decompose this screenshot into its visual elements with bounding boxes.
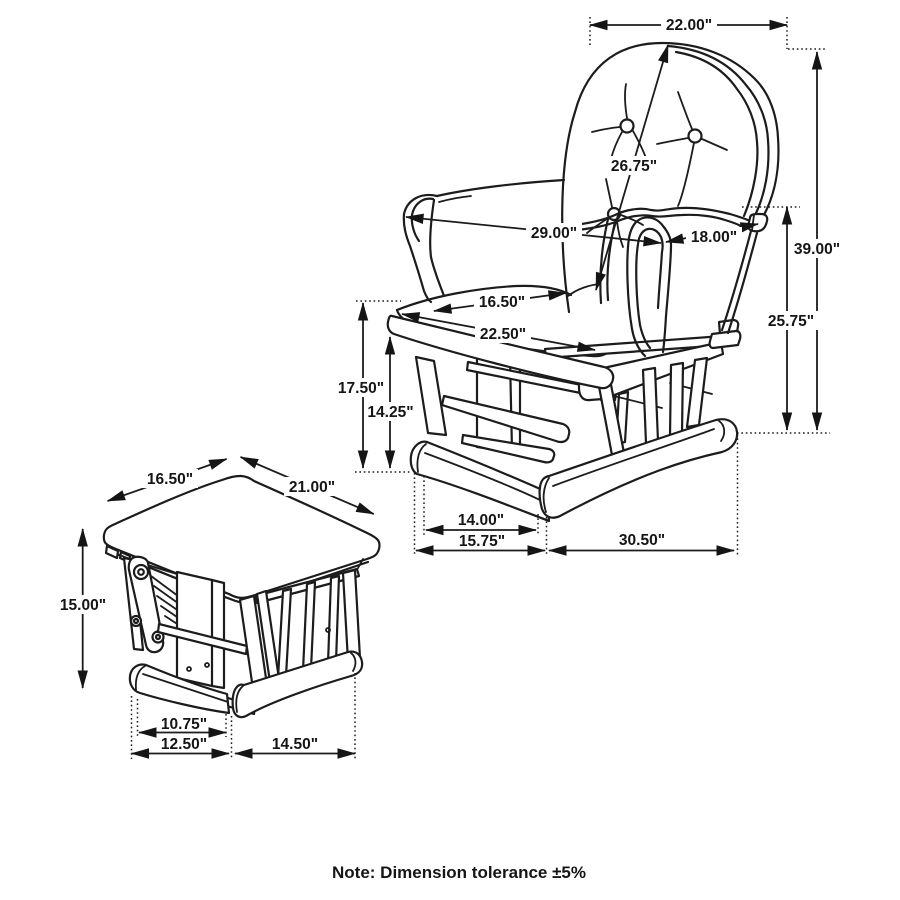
svg-text:12.50": 12.50" — [161, 736, 207, 753]
svg-text:29.00": 29.00" — [531, 225, 577, 242]
svg-text:21.00": 21.00" — [289, 479, 335, 496]
svg-text:17.50": 17.50" — [338, 380, 384, 397]
svg-text:14.25": 14.25" — [367, 404, 413, 421]
svg-text:22.50": 22.50" — [480, 326, 526, 343]
svg-text:15.75": 15.75" — [459, 533, 505, 550]
svg-text:39.00": 39.00" — [794, 241, 840, 258]
svg-text:26.75": 26.75" — [611, 158, 657, 175]
svg-text:14.50": 14.50" — [272, 736, 318, 753]
svg-text:16.50": 16.50" — [147, 471, 193, 488]
svg-text:16.50": 16.50" — [479, 294, 525, 311]
svg-text:15.00": 15.00" — [60, 597, 106, 614]
svg-text:14.00": 14.00" — [458, 512, 504, 529]
svg-text:25.75": 25.75" — [768, 313, 814, 330]
svg-text:18.00": 18.00" — [691, 229, 737, 246]
svg-text:22.00": 22.00" — [666, 17, 712, 34]
svg-text:Note: Dimension tolerance ±5%: Note: Dimension tolerance ±5% — [332, 863, 586, 882]
svg-text:30.50": 30.50" — [619, 532, 665, 549]
svg-text:10.75": 10.75" — [161, 716, 207, 733]
